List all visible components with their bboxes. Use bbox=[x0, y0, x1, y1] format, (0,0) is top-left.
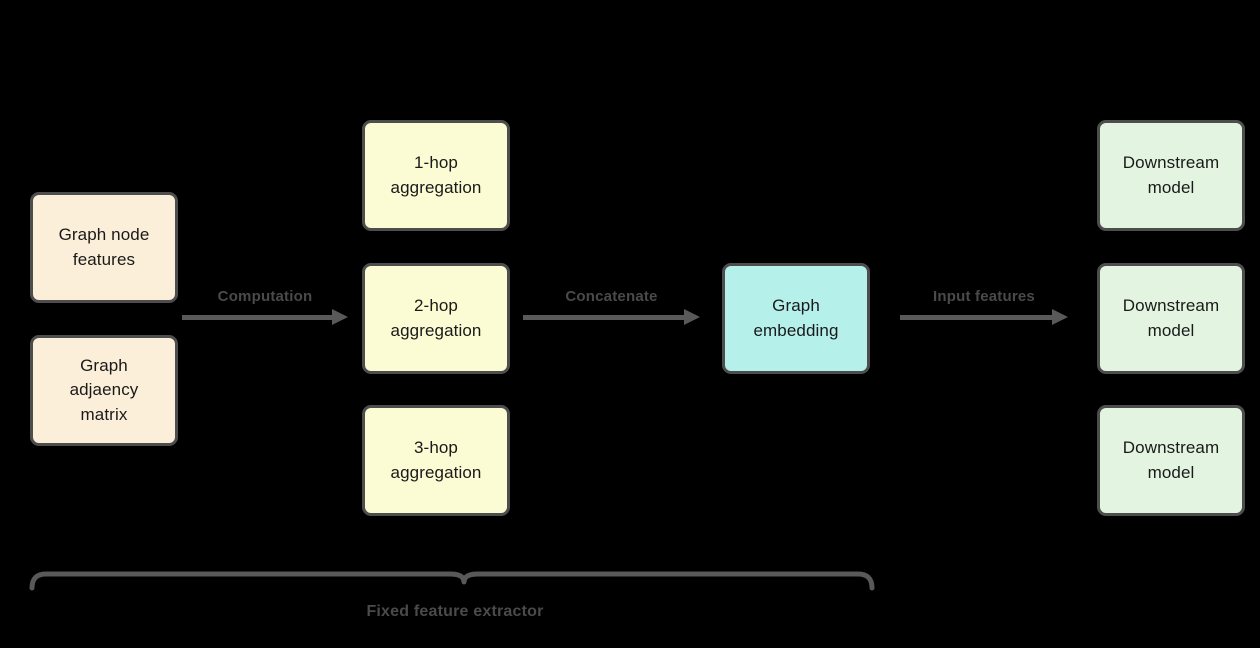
node-graph-embedding: Graph embedding bbox=[722, 263, 870, 374]
arrow-label-computation: Computation bbox=[217, 288, 313, 305]
node-3-hop-aggregation: 3-hop aggregation bbox=[362, 405, 510, 516]
node-label: 3-hop aggregation bbox=[390, 437, 482, 482]
node-1-hop-aggregation: 1-hop aggregation bbox=[362, 120, 510, 231]
node-label: Downstream model bbox=[1122, 152, 1220, 197]
node-label: 1-hop aggregation bbox=[390, 152, 482, 197]
arrow-shaft bbox=[900, 315, 1052, 320]
node-label: Graph node features bbox=[58, 224, 150, 269]
node-downstream-model-2: Downstream model bbox=[1097, 263, 1245, 374]
node-label: Graph embedding bbox=[753, 295, 839, 340]
arrow-label-concatenate: Concatenate bbox=[565, 288, 658, 305]
arrow-head-icon bbox=[332, 309, 348, 325]
arrow-computation bbox=[182, 307, 348, 329]
node-graph-node-features: Graph node features bbox=[30, 192, 178, 303]
arrow-head-icon bbox=[1052, 309, 1068, 325]
node-downstream-model-1: Downstream model bbox=[1097, 120, 1245, 231]
node-graph-adjacency-matrix: Graph adjaency matrix bbox=[30, 335, 178, 446]
node-label: Graph adjaency matrix bbox=[69, 355, 139, 424]
node-downstream-model-3: Downstream model bbox=[1097, 405, 1245, 516]
brace-label-fixed-feature-extractor: Fixed feature extractor bbox=[366, 603, 544, 620]
arrow-shaft bbox=[523, 315, 684, 320]
node-label: Downstream model bbox=[1122, 437, 1220, 482]
node-2-hop-aggregation: 2-hop aggregation bbox=[362, 263, 510, 374]
arrow-head-icon bbox=[684, 309, 700, 325]
brace-fixed-feature-extractor bbox=[20, 552, 890, 592]
arrow-concatenate bbox=[523, 307, 700, 329]
brace-shape-icon bbox=[29, 571, 875, 591]
node-label: 2-hop aggregation bbox=[390, 295, 482, 340]
arrow-label-input-features: Input features bbox=[933, 288, 1035, 305]
arrow-input-features bbox=[900, 307, 1068, 329]
node-label: Downstream model bbox=[1122, 295, 1220, 340]
arrow-shaft bbox=[182, 315, 332, 320]
